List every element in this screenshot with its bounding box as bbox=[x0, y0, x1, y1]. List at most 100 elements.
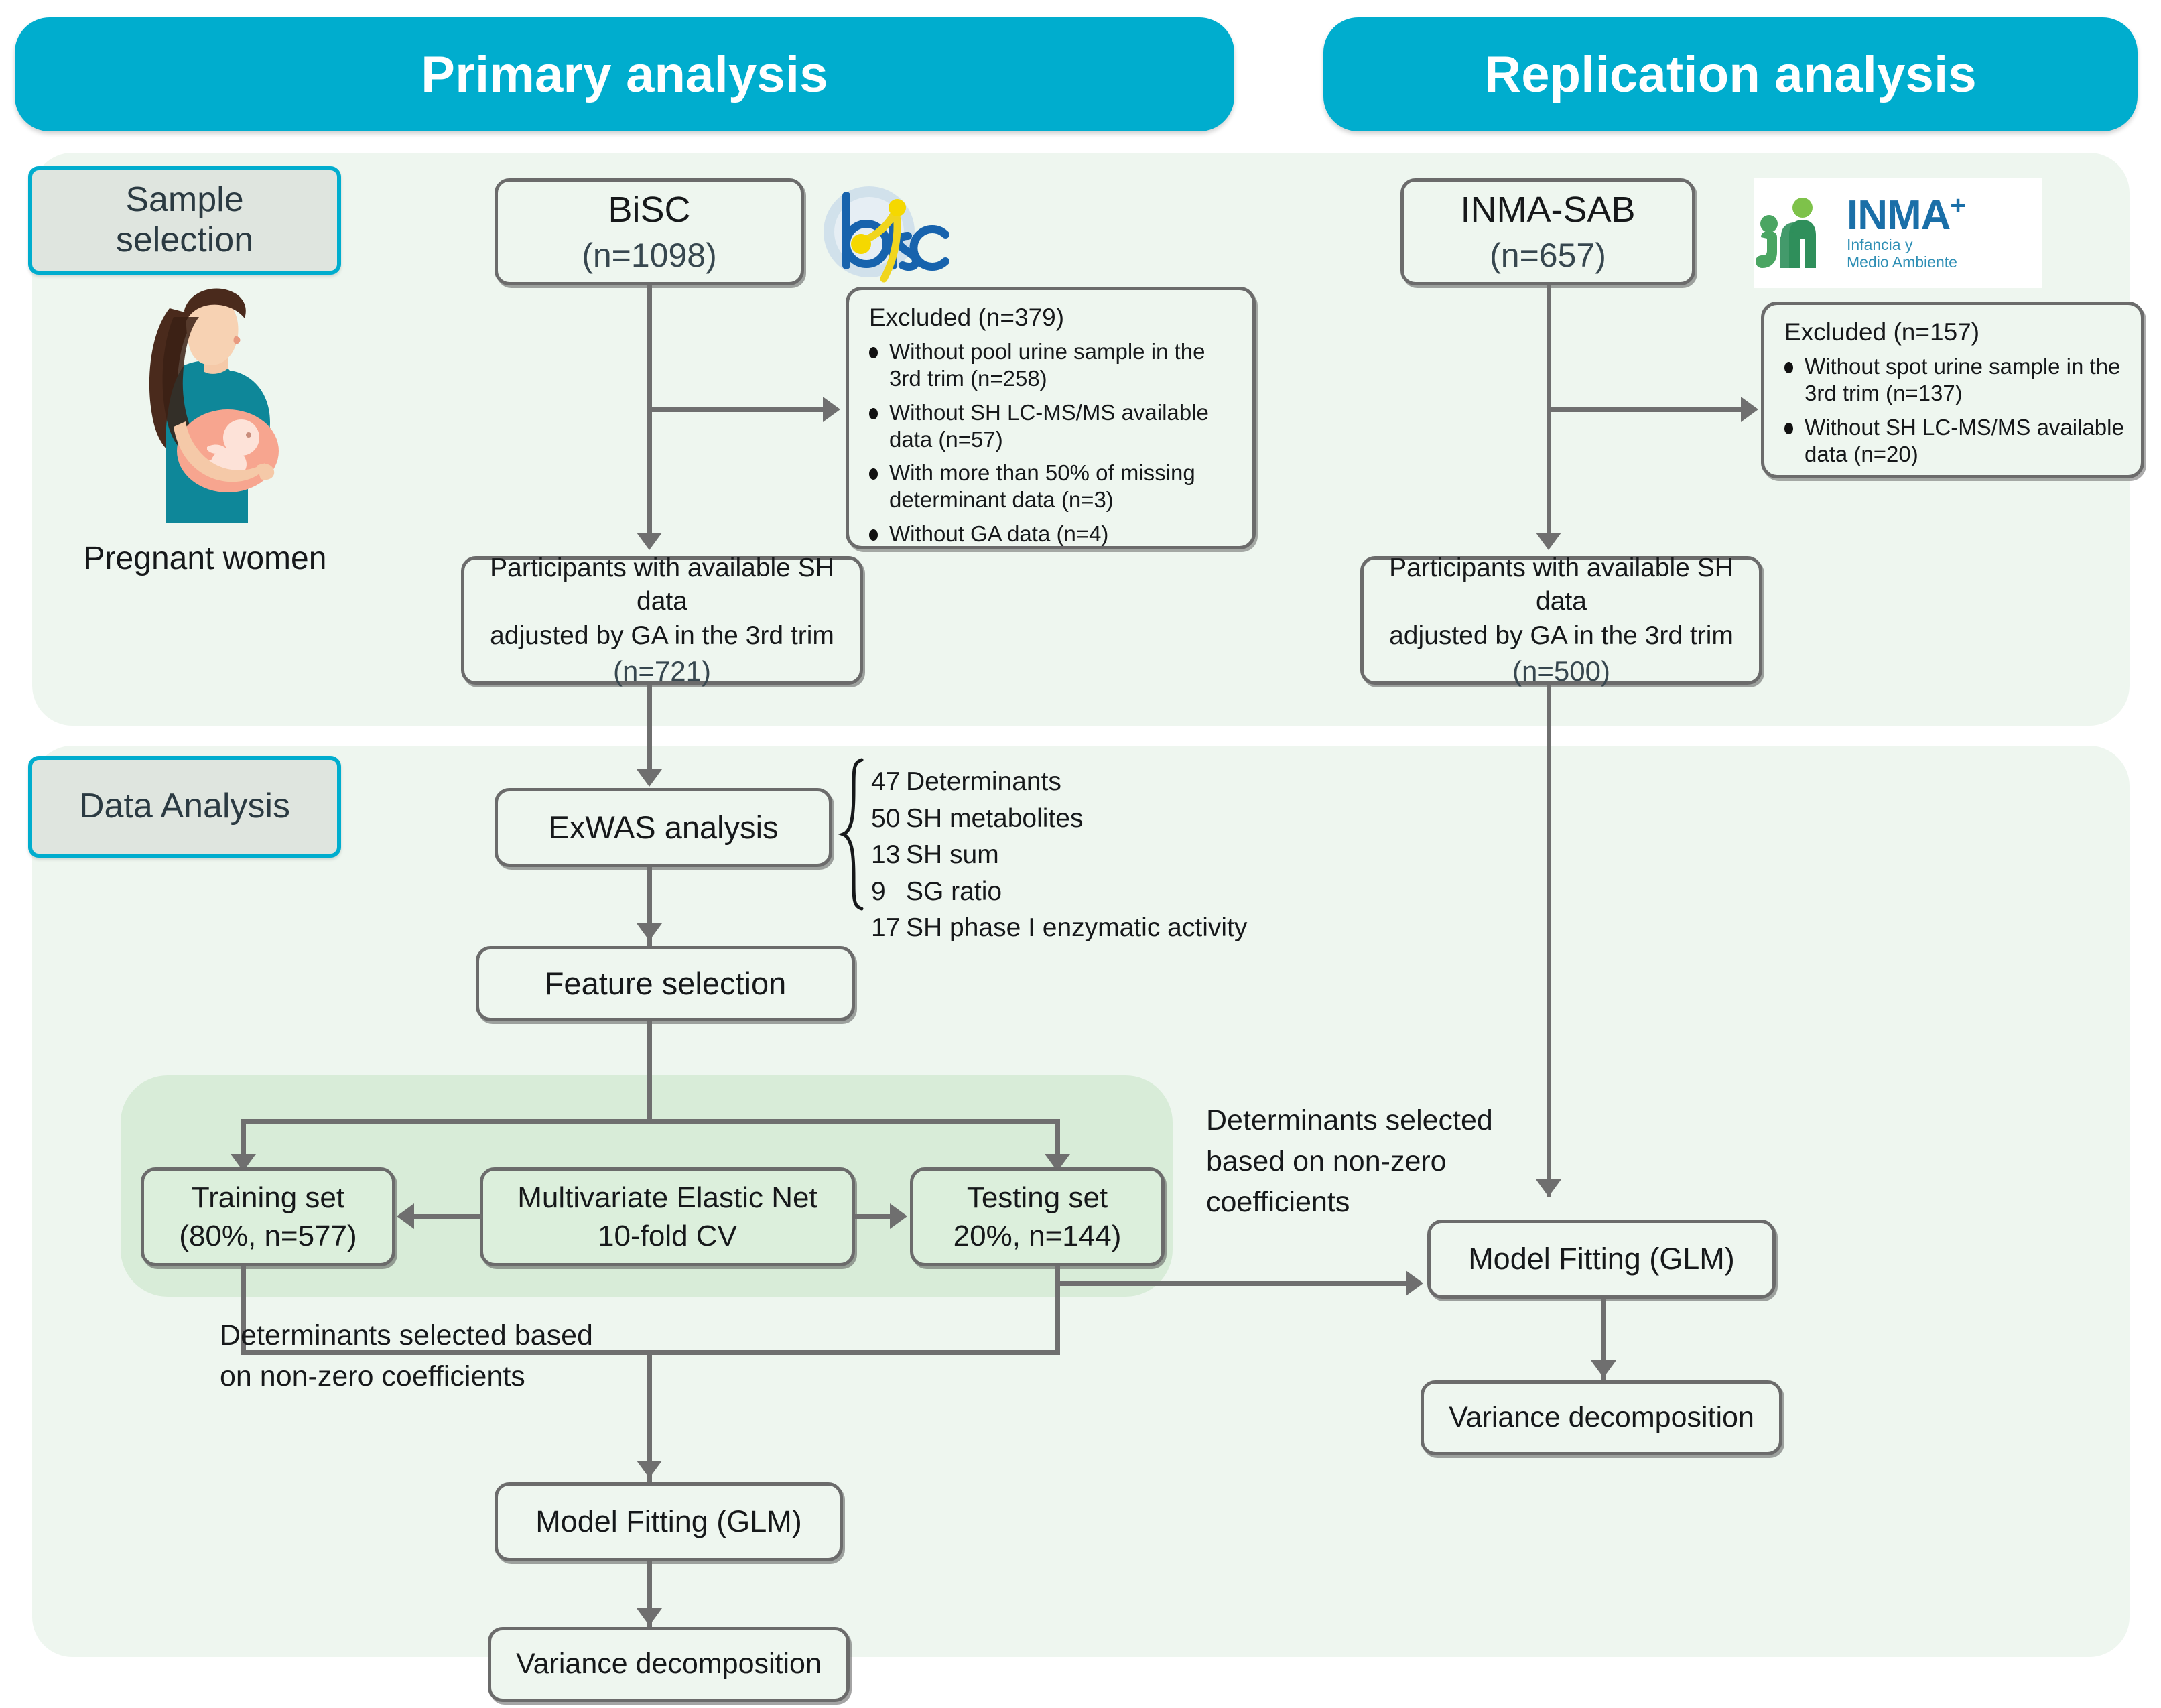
determinants-note-replication: Determinants selected based on non-zero … bbox=[1206, 1104, 1493, 1219]
connector-testing-down bbox=[1055, 1266, 1060, 1355]
variance-replication-label: Variance decomposition bbox=[1449, 1401, 1754, 1434]
box-testing-set: Testing set 20%, n=144) bbox=[910, 1167, 1165, 1266]
box-feature-selection: Feature selection bbox=[476, 946, 855, 1021]
box-training-set: Training set (80%, n=577) bbox=[141, 1167, 395, 1266]
excluded-primary-item: With more than 50% of missing determinan… bbox=[866, 460, 1238, 514]
arrow-participants-to-exwas bbox=[637, 769, 662, 787]
exwas-item-count: 13 bbox=[871, 840, 901, 870]
bisc-cohort-n: (n=1098) bbox=[582, 236, 717, 274]
elastic-net-line1: Multivariate Elastic Net bbox=[517, 1181, 817, 1214]
exwas-item-label: SH phase I enzymatic activity bbox=[906, 913, 1248, 943]
box-variance-decomposition-replication: Variance decomposition bbox=[1421, 1380, 1782, 1455]
exwas-label: ExWAS analysis bbox=[548, 809, 779, 846]
connector-testing-right-stub bbox=[1055, 1266, 1060, 1284]
connector-elasticnet-to-training bbox=[414, 1214, 482, 1219]
participants-primary-n: (n=721) bbox=[613, 655, 711, 687]
excluded-primary-title: Excluded (n=379) bbox=[869, 304, 1065, 331]
arrow-inma-to-participants bbox=[1536, 533, 1561, 550]
connector-training-down bbox=[241, 1266, 246, 1355]
connector-bisc-to-excluded bbox=[647, 407, 828, 412]
arrow-inma-to-excluded bbox=[1741, 397, 1758, 422]
header-primary-analysis: Primary analysis bbox=[15, 17, 1234, 131]
elastic-net-line2: 10-fold CV bbox=[598, 1220, 737, 1252]
connector-exwas-to-feature bbox=[647, 867, 652, 947]
inma-figure-icon bbox=[1756, 197, 1816, 268]
participants-replication-line1: Participants with available SH data bbox=[1389, 553, 1733, 616]
determinants-note-primary: Determinants selected based on non-zero … bbox=[220, 1319, 593, 1393]
connector-testing-to-replication-model bbox=[1055, 1281, 1411, 1286]
participants-primary-line1: Participants with available SH data bbox=[490, 553, 834, 616]
feature-selection-label: Feature selection bbox=[544, 966, 787, 1002]
exwas-item-count: 47 bbox=[871, 767, 901, 796]
excluded-primary-item: Without SH LC-MS/MS available data (n=57… bbox=[866, 399, 1238, 454]
arrow-merge-to-model-fitting bbox=[637, 1461, 662, 1478]
participants-replication-n: (n=500) bbox=[1512, 655, 1610, 687]
box-elastic-net: Multivariate Elastic Net 10-fold CV bbox=[480, 1167, 855, 1266]
inma-logo: INMA + Infancia y Medio Ambiente bbox=[1754, 178, 2042, 288]
arrow-model-to-variance-primary bbox=[637, 1608, 662, 1626]
pregnant-woman-illustration bbox=[104, 271, 305, 523]
exwas-item-label: Determinants bbox=[906, 767, 1061, 796]
bisc-cohort-name: BiSC bbox=[608, 190, 691, 231]
connector-bisc-to-participants bbox=[647, 285, 652, 540]
excluded-replication-title: Excluded (n=157) bbox=[1784, 318, 1980, 346]
connector-model-to-variance-replication bbox=[1601, 1299, 1606, 1386]
inma-tagline-line1: Infancia y bbox=[1847, 235, 1913, 253]
excluded-replication-list: Without spot urine sample in the 3rd tri… bbox=[1782, 353, 2126, 468]
excluded-primary-item: Without pool urine sample in the 3rd tri… bbox=[866, 338, 1238, 393]
bisc-logo bbox=[814, 180, 975, 287]
box-bisc-cohort: BiSC (n=1098) bbox=[495, 178, 804, 285]
header-replication-label: Replication analysis bbox=[1484, 46, 1977, 103]
exwas-item: 50 SH metabolites bbox=[871, 801, 1380, 838]
arrow-participants-to-model-replication bbox=[1536, 1179, 1561, 1197]
split-bar-train-test bbox=[241, 1119, 1060, 1124]
excluded-replication-item: Without spot urine sample in the 3rd tri… bbox=[1782, 353, 2126, 407]
stage-chip-data-analysis-label: Data Analysis bbox=[78, 787, 291, 826]
box-inma-cohort: INMA-SAB (n=657) bbox=[1400, 178, 1695, 285]
participants-replication-line2: adjusted by GA in the 3rd trim bbox=[1389, 621, 1733, 651]
exwas-item-label: SH metabolites bbox=[906, 803, 1084, 833]
excluded-replication-item: Without SH LC-MS/MS available data (n=20… bbox=[1782, 414, 2126, 468]
testing-set-line1: Testing set bbox=[966, 1181, 1108, 1214]
stage-chip-sample-selection-label: Sample selection bbox=[115, 180, 254, 259]
connector-elasticnet-to-testing bbox=[855, 1214, 893, 1219]
arrow-model-to-variance-replication bbox=[1591, 1360, 1616, 1378]
model-fitting-replication-label: Model Fitting (GLM) bbox=[1468, 1241, 1735, 1276]
exwas-item: 13 SH sum bbox=[871, 837, 1380, 874]
connector-inma-to-participants bbox=[1547, 285, 1551, 540]
arrow-elasticnet-to-training bbox=[397, 1203, 414, 1229]
box-participants-replication: Participants with available SH data adju… bbox=[1360, 553, 1762, 687]
arrow-elasticnet-to-testing bbox=[890, 1203, 907, 1229]
exwas-item-list: 47 Determinants 50 SH metabolites 13 SH … bbox=[871, 764, 1380, 947]
arrow-bisc-to-participants bbox=[637, 533, 662, 550]
exwas-item-label: SH sum bbox=[906, 840, 999, 870]
exwas-item: 47 Determinants bbox=[871, 764, 1380, 801]
exwas-item-label: SG ratio bbox=[906, 876, 1002, 906]
box-variance-decomposition-primary: Variance decomposition bbox=[488, 1627, 850, 1702]
connector-split-to-training bbox=[241, 1119, 246, 1162]
inma-logo-plus: + bbox=[1950, 190, 1965, 220]
excluded-primary-item: Without GA data (n=4) bbox=[866, 521, 1238, 547]
header-replication-analysis: Replication analysis bbox=[1323, 17, 2138, 131]
model-fitting-primary-label: Model Fitting (GLM) bbox=[535, 1504, 802, 1538]
participants-primary-line2: adjusted by GA in the 3rd trim bbox=[490, 621, 834, 651]
pregnant-women-caption: Pregnant women bbox=[83, 541, 327, 576]
box-model-fitting-primary: Model Fitting (GLM) bbox=[495, 1482, 843, 1561]
exwas-brace bbox=[836, 757, 868, 911]
box-exwas-analysis: ExWAS analysis bbox=[495, 788, 832, 867]
excluded-primary-list: Without pool urine sample in the 3rd tri… bbox=[866, 338, 1238, 547]
connector-merge-to-model-fitting bbox=[647, 1350, 652, 1484]
box-excluded-primary: Excluded (n=379) Without pool urine samp… bbox=[846, 287, 1256, 549]
arrow-exwas-to-feature bbox=[637, 923, 662, 941]
arrow-to-replication-model-fitting bbox=[1406, 1270, 1423, 1296]
stage-chip-sample-selection: Sample selection bbox=[28, 166, 341, 275]
training-set-line1: Training set bbox=[191, 1181, 345, 1214]
inma-cohort-name: INMA-SAB bbox=[1460, 190, 1636, 231]
box-excluded-replication: Excluded (n=157) Without spot urine samp… bbox=[1761, 302, 2144, 478]
inma-cohort-n: (n=657) bbox=[1490, 236, 1606, 274]
connector-feature-to-split bbox=[647, 1021, 652, 1123]
exwas-item-count: 9 bbox=[871, 876, 886, 906]
connector-participants-to-model-replication bbox=[1547, 685, 1551, 1197]
testing-set-line2: 20%, n=144) bbox=[953, 1220, 1122, 1252]
exwas-item: 9 SG ratio bbox=[871, 874, 1380, 911]
